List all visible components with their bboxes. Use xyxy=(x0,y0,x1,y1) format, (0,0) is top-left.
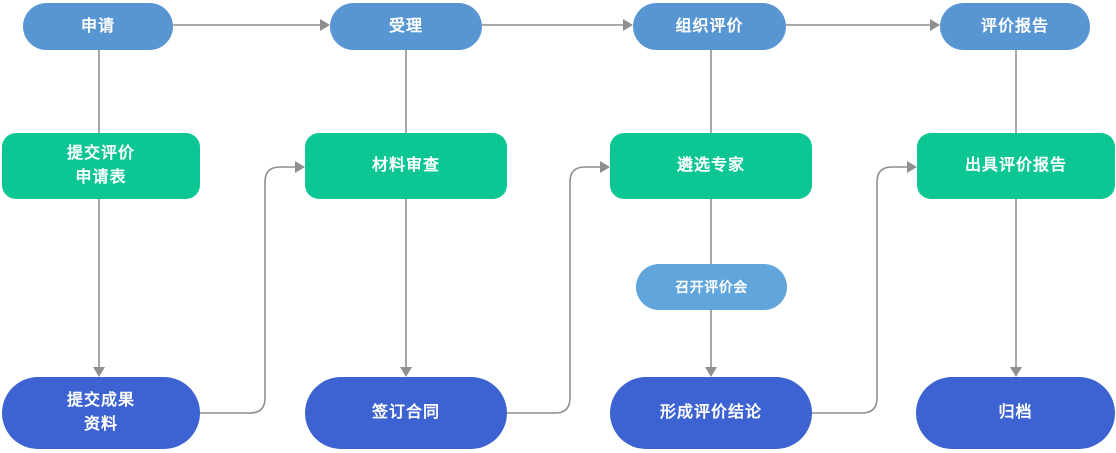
edge-signcontract-selectexperts xyxy=(507,166,600,414)
edge-conclusion-issuereport xyxy=(812,166,907,414)
node-archive: 归档 xyxy=(916,377,1115,449)
arrowhead-organize xyxy=(623,19,633,31)
node-material-review: 材料审查 xyxy=(305,133,507,199)
arrowhead-report xyxy=(930,19,940,31)
arrowhead-selectexperts xyxy=(600,161,610,173)
arrowhead-conclusion xyxy=(705,367,717,377)
node-accept: 受理 xyxy=(330,3,482,50)
node-meeting: 召开评价会 xyxy=(636,264,787,310)
arrowhead-materialreview xyxy=(295,161,305,173)
edge-submitresults-materialreview xyxy=(200,166,295,414)
arrowhead-submitresults xyxy=(93,367,105,377)
arrowhead-archive xyxy=(1010,367,1022,377)
node-issue-report: 出具评价报告 xyxy=(917,133,1115,199)
arrowhead-issuereport xyxy=(907,161,917,173)
node-sign-contract: 签订合同 xyxy=(305,377,507,449)
node-apply: 申请 xyxy=(23,3,173,50)
node-select-experts: 遴选专家 xyxy=(610,133,812,199)
node-organize: 组织评价 xyxy=(633,3,786,50)
arrowhead-accept xyxy=(320,19,330,31)
node-submit-form: 提交评价 申请表 xyxy=(2,133,200,199)
node-submit-results: 提交成果 资料 xyxy=(2,377,200,449)
node-conclusion: 形成评价结论 xyxy=(610,377,812,449)
node-report: 评价报告 xyxy=(940,3,1090,50)
arrowhead-signcontract xyxy=(400,367,412,377)
